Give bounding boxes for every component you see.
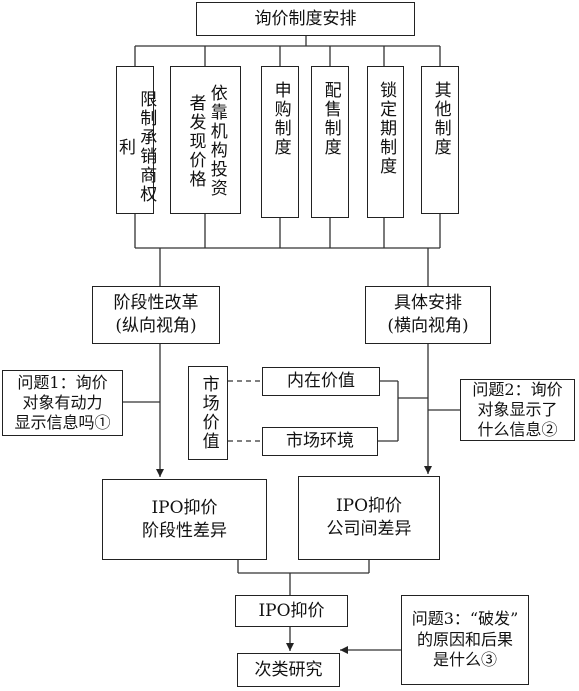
question1-text: 问题1：询价 对象有动力 显示信息吗① xyxy=(14,373,111,432)
ipo-company-difference-text: IPO抑价 公司间差异 xyxy=(326,496,412,539)
market-value-text: 市场价值 xyxy=(198,375,219,451)
question2-text: 问题2：询价 对象显示了 什么信息② xyxy=(472,380,563,439)
column-institutional-price-text: 依靠机构投资者发现价格 xyxy=(185,84,227,198)
intrinsic-value-box: 内在价值 xyxy=(262,367,380,396)
question1-box: 问题1：询价 对象有动力 显示信息吗① xyxy=(2,370,123,436)
stage-reform-box: 阶段性改革 (纵向视角) xyxy=(92,286,220,344)
next-research-text: 次类研究 xyxy=(254,659,323,680)
column-other: 其他制度 xyxy=(421,66,459,214)
column-allotment-text: 配售制度 xyxy=(320,81,341,157)
ipo-company-difference-box: IPO抑价 公司间差异 xyxy=(298,476,440,560)
column-other-text: 其他制度 xyxy=(430,81,451,157)
column-restrict-underwriter-text: 限制承销商权利 xyxy=(115,90,157,204)
ipo-underpricing-text: IPO抑价 xyxy=(258,600,325,621)
title-box: 询价制度安排 xyxy=(196,2,415,36)
next-research-box: 次类研究 xyxy=(237,653,340,687)
question3-text: 问题3：“破发” 的原因和后果 是什么③ xyxy=(411,608,519,670)
column-subscription: 申购制度 xyxy=(261,66,299,218)
intrinsic-value-text: 内在价值 xyxy=(287,371,355,392)
stage-reform-text: 阶段性改革 (纵向视角) xyxy=(113,293,199,336)
column-institutional-price: 依靠机构投资者发现价格 xyxy=(170,66,241,214)
market-value-box: 市场价值 xyxy=(188,366,228,460)
title-text: 询价制度安排 xyxy=(254,8,357,29)
market-environment-text: 市场环境 xyxy=(286,431,354,452)
column-allotment: 配售制度 xyxy=(311,66,349,218)
ipo-stage-difference-text: IPO抑价 阶段性差异 xyxy=(142,497,227,541)
column-lockup-text: 锁定期制度 xyxy=(376,81,397,176)
column-lockup: 锁定期制度 xyxy=(367,66,404,218)
column-restrict-underwriter: 限制承销商权利 xyxy=(115,66,157,214)
question3-box: 问题3：“破发” 的原因和后果 是什么③ xyxy=(401,595,529,685)
column-subscription-text: 申购制度 xyxy=(270,81,291,157)
specific-arrangement-text: 具体安排 (横向视角) xyxy=(387,293,469,336)
specific-arrangement-box: 具体安排 (横向视角) xyxy=(365,286,491,344)
ipo-underpricing-box: IPO抑价 xyxy=(235,595,348,627)
question2-box: 问题2：询价 对象显示了 什么信息② xyxy=(460,379,575,441)
market-environment-box: 市场环境 xyxy=(262,427,378,456)
ipo-stage-difference-box: IPO抑价 阶段性差异 xyxy=(102,479,267,560)
